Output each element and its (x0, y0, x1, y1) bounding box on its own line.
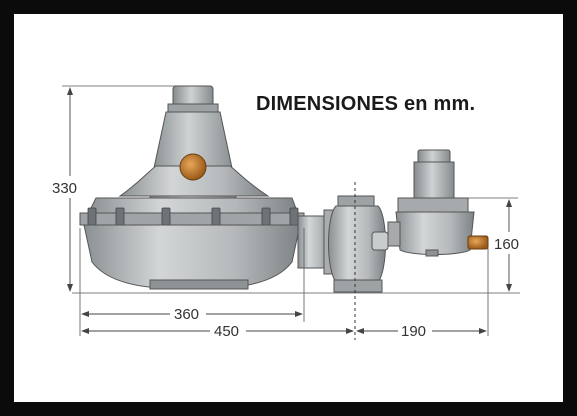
lower-diaphragm-casing (83, 224, 301, 289)
dimension-450-label: 450 (214, 323, 239, 340)
page-title: DIMENSIONES en mm. (256, 93, 476, 115)
pilot-regulator (387, 149, 489, 257)
brass-plug-icon (179, 153, 207, 181)
dimension-360-label: 360 (174, 306, 199, 323)
dimension-160-label: 160 (494, 236, 519, 253)
dimension-190-label: 190 (401, 323, 426, 340)
extension-lines (62, 85, 520, 336)
main-regulator (79, 85, 305, 290)
brass-fitting-icon (467, 235, 489, 250)
valve-body (328, 195, 389, 293)
dimension-450 (81, 328, 354, 334)
dimension-190 (356, 328, 487, 334)
dimension-160 (506, 199, 512, 292)
dimension-330-label: 330 (52, 180, 77, 197)
dimension-360 (81, 311, 303, 317)
dimension-330 (67, 87, 73, 292)
